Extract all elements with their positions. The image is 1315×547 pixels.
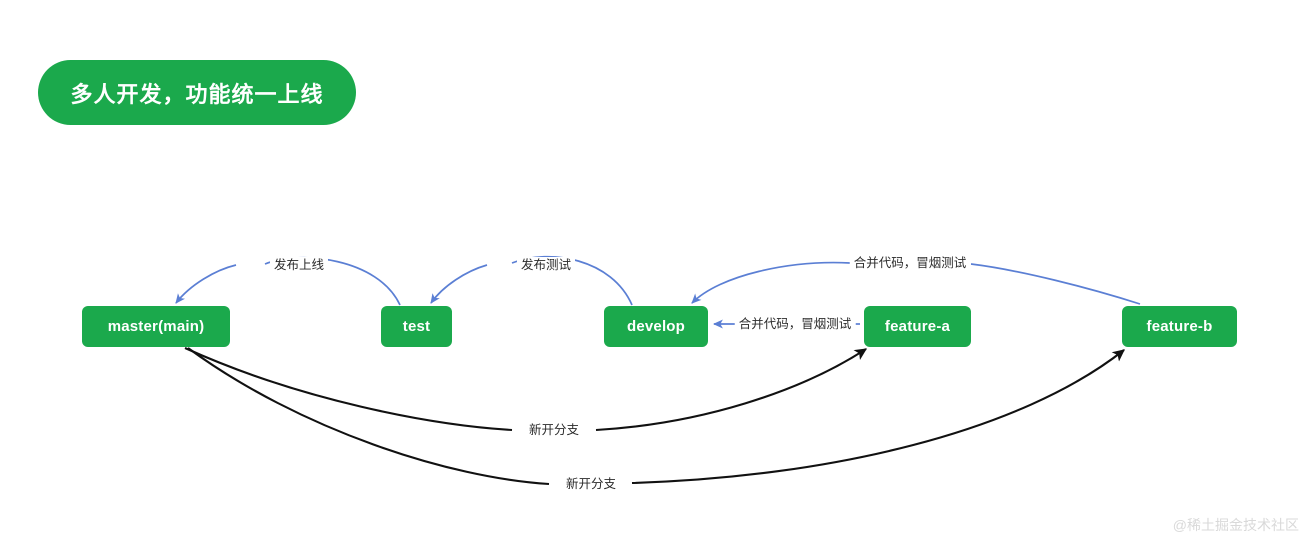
branch-node-feature-b[interactable]: feature-b	[1122, 306, 1237, 347]
branch-node-feature-a-label: feature-a	[884, 318, 951, 335]
branch-node-master[interactable]: master(main)	[82, 306, 230, 347]
edge-label-new-branch-a: 新开分支	[524, 422, 584, 438]
diagram-title-text: 多人开发，功能统一上线	[70, 81, 324, 107]
edge-label-release-online: 发布上线	[269, 257, 329, 273]
diagram-title-badge: 多人开发，功能统一上线	[38, 60, 356, 125]
branch-node-develop[interactable]: develop	[604, 306, 708, 347]
edge-feature-b-to-develop-tail	[691, 261, 851, 304]
edge-master-to-feature-b-tail	[631, 349, 1125, 485]
branch-node-feature-a[interactable]: feature-a	[864, 306, 971, 347]
edge-test-to-master-tail	[175, 264, 237, 304]
branch-node-test[interactable]: test	[381, 306, 452, 347]
watermark: @稀土掘金技术社区	[1172, 517, 1299, 533]
branch-node-master-label: master(main)	[107, 318, 205, 335]
edge-label-release-test: 发布测试	[516, 257, 576, 273]
edge-label-merge-smoke-b: 合并代码，冒烟测试	[849, 255, 971, 271]
edge-master-to-feature-a	[184, 347, 513, 432]
edge-label-new-branch-b: 新开分支	[561, 476, 621, 492]
branch-node-feature-b-label: feature-b	[1146, 318, 1213, 335]
edge-develop-to-test-tail	[430, 264, 488, 304]
edge-master-to-feature-b	[187, 347, 550, 486]
edge-label-merge-smoke-a: 合并代码，冒烟测试	[734, 316, 856, 332]
edge-feature-b-to-develop	[970, 263, 1141, 305]
branch-node-test-label: test	[402, 318, 431, 335]
branch-node-develop-label: develop	[626, 318, 686, 335]
edge-master-to-feature-a-tail	[595, 348, 868, 432]
